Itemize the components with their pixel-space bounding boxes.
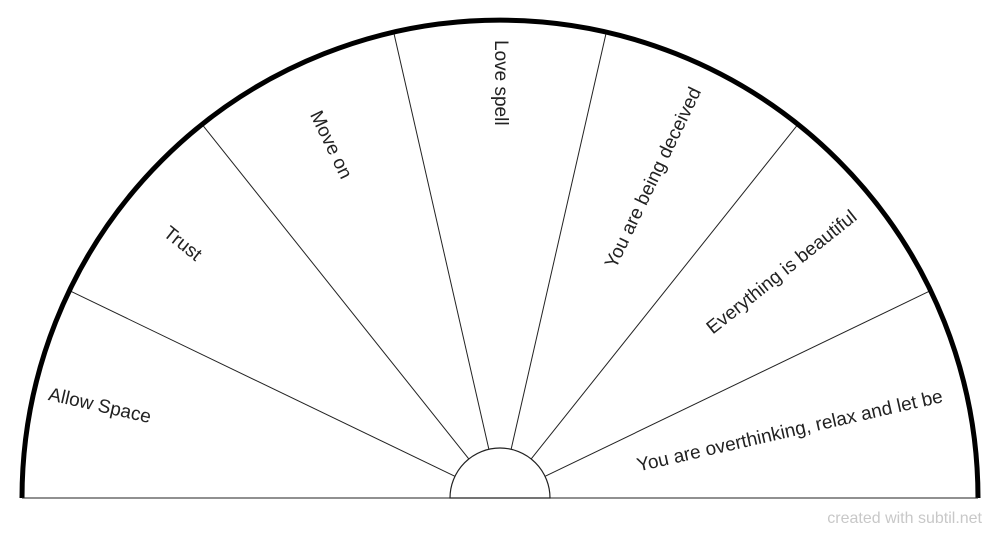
segment-label: Trust bbox=[159, 223, 206, 266]
segment-divider bbox=[544, 290, 931, 477]
outer-arc bbox=[19, 17, 981, 499]
segment-label: Everything is beautiful bbox=[703, 206, 861, 338]
segment-divider bbox=[69, 290, 456, 477]
segment-dividers bbox=[69, 31, 931, 477]
center-circle bbox=[449, 447, 551, 499]
segment-label: Love spell bbox=[490, 40, 511, 126]
segment-divider bbox=[510, 31, 607, 450]
segment-label: You are being deceived bbox=[601, 84, 706, 271]
segment-label: Move on bbox=[305, 108, 356, 183]
segment-divider bbox=[530, 123, 799, 460]
segment-divider bbox=[393, 31, 490, 450]
segment-label: You are overthinking, relax and let be bbox=[635, 386, 945, 476]
segment-divider bbox=[201, 123, 470, 460]
watermark: created with subtil.net bbox=[827, 510, 982, 527]
segment-label: Allow Space bbox=[46, 384, 153, 428]
